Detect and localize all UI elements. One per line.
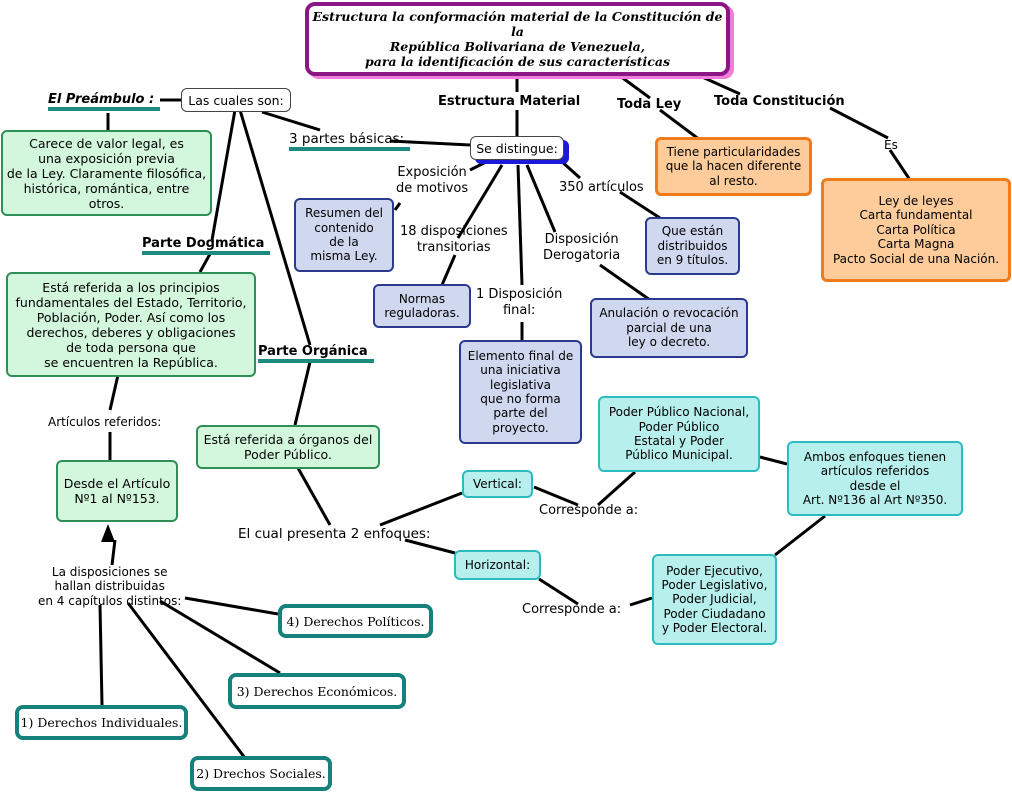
label-es: Es — [884, 138, 898, 152]
label-disposicion-final: 1 Disposición final: — [476, 287, 563, 318]
label-disposiciones-transitorias: 18 disposiciones transitorias — [400, 224, 508, 255]
box-poderes: Poder Ejecutivo, Poder Legislativo, Pode… — [652, 554, 777, 645]
box-normas-text: Normas reguladoras. — [384, 291, 460, 320]
heading-estructura-material: Estructura Material — [438, 94, 581, 109]
node-las-cuales-son-text: Las cuales son: — [188, 92, 284, 108]
box-ambos-enfoques-text: Ambos enfoques tienen artículos referido… — [802, 449, 948, 507]
node-las-cuales-son: Las cuales son: — [181, 88, 291, 112]
box-derechos-economicos: 3) Derechos Económicos. — [228, 673, 406, 709]
box-derechos-individuales: 1) Derechos Individuales. — [15, 705, 188, 740]
label-articulos-referidos: Artículos referidos: — [48, 415, 162, 429]
box-normas: Normas reguladoras. — [373, 284, 471, 328]
box-articulos-1-153: Desde el Artículo Nº1 al Nº153. — [56, 460, 178, 522]
heading-preambulo: El Preámbulo : — [48, 92, 161, 111]
box-particularidades-text: Tiene particularidades que la hacen dife… — [665, 144, 802, 188]
box-derechos-politicos: 4) Derechos Políticos. — [278, 604, 433, 638]
heading-toda-ley: Toda Ley — [617, 97, 682, 112]
box-derechos-economicos-text: 3) Derechos Económicos. — [236, 683, 398, 699]
heading-toda-constitucion: Toda Constitución — [714, 94, 845, 109]
main-title: Estructura la conformación material de l… — [305, 2, 730, 76]
label-corresponde-vertical: Corresponde a: — [539, 503, 639, 518]
box-derechos-sociales-text: 2) Drechos Sociales. — [196, 766, 326, 781]
box-dogmatica-desc: Está referida a los principios fundament… — [6, 272, 256, 377]
box-titulos-text: Que están distribuidos en 9 títulos. — [656, 224, 729, 268]
label-cual-presenta: El cual presenta 2 enfoques: — [238, 526, 431, 542]
box-derechos-sociales: 2) Drechos Sociales. — [190, 756, 332, 791]
node-se-distingue-text: Se distingue: — [476, 140, 558, 156]
box-titulos: Que están distribuidos en 9 títulos. — [645, 217, 740, 275]
box-horizontal-text: Horizontal: — [464, 557, 531, 572]
main-title-text: Estructura la conformación material de l… — [312, 9, 723, 69]
box-elemento-final-text: Elemento final de una iniciativa legisla… — [467, 348, 574, 435]
box-vertical: Vertical: — [462, 470, 533, 498]
heading-parte-organica: Parte Orgánica — [258, 344, 374, 363]
label-exposicion-motivos: Exposición de motivos — [396, 165, 469, 196]
box-preambulo-desc-text: Carece de valor legal, es una exposición… — [6, 135, 207, 211]
heading-parte-dogmatica: Parte Dogmática — [142, 236, 271, 255]
box-dogmatica-desc-text: Está referida a los principios fundament… — [15, 279, 247, 370]
box-poderes-text: Poder Ejecutivo, Poder Legislativo, Pode… — [661, 563, 768, 636]
box-articulos-1-153-text: Desde el Artículo Nº1 al Nº153. — [63, 476, 171, 506]
box-resumen: Resumen del contenido de la misma Ley. — [294, 198, 394, 272]
box-poder-nacional-text: Poder Público Nacional, Poder Público Es… — [608, 405, 750, 463]
node-se-distingue: Se distingue: — [470, 136, 564, 160]
label-tres-partes: 3 partes básicas: — [289, 131, 411, 152]
box-anulacion-text: Anulación o revocación parcial de una le… — [599, 306, 739, 350]
box-ley-de-leyes-text: Ley de leyes Carta fundamental Carta Pol… — [832, 194, 1000, 266]
box-elemento-final: Elemento final de una iniciativa legisla… — [459, 340, 582, 444]
box-ley-de-leyes: Ley de leyes Carta fundamental Carta Pol… — [821, 178, 1011, 282]
label-corresponde-horizontal: Corresponde a: — [522, 602, 622, 617]
box-resumen-text: Resumen del contenido de la misma Ley. — [305, 206, 383, 264]
box-particularidades: Tiene particularidades que la hacen dife… — [655, 137, 812, 196]
box-organica-desc-text: Está referida a órganos del Poder Públic… — [203, 432, 373, 462]
box-vertical-text: Vertical: — [473, 476, 522, 491]
box-derechos-politicos-text: 4) Derechos Políticos. — [286, 613, 425, 629]
box-anulacion: Anulación o revocación parcial de una le… — [590, 298, 748, 358]
box-horizontal: Horizontal: — [454, 550, 541, 580]
label-350-articulos: 350 artículos — [559, 180, 644, 195]
box-derechos-individuales-text: 1) Derechos Individuales. — [20, 715, 183, 730]
box-ambos-enfoques: Ambos enfoques tienen artículos referido… — [787, 441, 963, 516]
label-disposiciones-distribuidas: La disposiciones se hallan distribuidas … — [38, 565, 182, 608]
box-poder-nacional: Poder Público Nacional, Poder Público Es… — [598, 396, 760, 472]
box-organica-desc: Está referida a órganos del Poder Públic… — [196, 425, 380, 469]
label-disposicion-derogatoria: Disposición Derogatoria — [543, 232, 621, 263]
box-preambulo-desc: Carece de valor legal, es una exposición… — [1, 130, 212, 216]
